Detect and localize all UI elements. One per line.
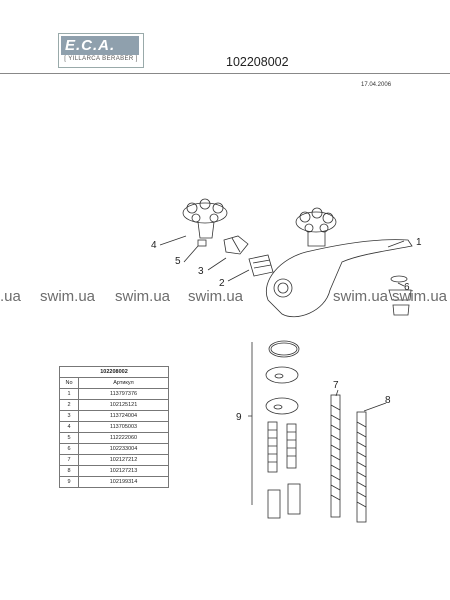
document-number: 102208002 <box>226 55 289 69</box>
callout-7: 7 <box>333 380 339 391</box>
watermark-strip: .ua swim.ua swim.ua swim.ua swim.ua swim… <box>0 288 450 308</box>
right-handle-drawing <box>295 207 337 247</box>
row-number: 9 <box>59 476 79 488</box>
callout-2: 2 <box>219 278 225 289</box>
row-article: 112222060 <box>78 432 169 444</box>
row-article: 102127213 <box>78 465 169 477</box>
watermark-text: swim.ua <box>188 288 244 305</box>
row-article: 113797376 <box>78 388 169 400</box>
logo-band: E.C.A. <box>61 36 139 55</box>
row-article: 102233004 <box>78 443 169 455</box>
callout-6: 6 <box>404 282 410 293</box>
row-number: 6 <box>59 443 79 455</box>
left-handle-drawing <box>182 198 228 239</box>
row-article: 113724004 <box>78 410 169 422</box>
row-article: 113705003 <box>78 421 169 433</box>
row-number: 8 <box>59 465 79 477</box>
logo-tagline: [ YILLARCA BERABER ] <box>64 56 138 62</box>
callout-4: 4 <box>151 240 157 251</box>
callout-8: 8 <box>385 395 391 406</box>
row-article: 102127212 <box>78 454 169 466</box>
row-number: 3 <box>59 410 79 422</box>
document-date: 17.04.2006 <box>361 82 392 88</box>
company-logo: E.C.A. [ YILLARCA BERABER ] <box>58 33 144 68</box>
row-article: 102199314 <box>78 476 169 488</box>
row-number: 7 <box>59 454 79 466</box>
watermark-text: swim.ua <box>115 288 171 305</box>
table-title-row: 102208002 <box>59 366 169 378</box>
header-divider <box>0 73 450 74</box>
row-number: 1 <box>59 388 79 400</box>
watermark-text: .ua <box>0 288 21 305</box>
column-header-no: No <box>59 377 79 389</box>
row-article: 102125121 <box>78 399 169 411</box>
callout-3: 3 <box>198 266 204 277</box>
logo-mark: E.C.A. <box>65 37 116 54</box>
table-header-row: No Артикул <box>59 377 169 389</box>
callout-1: 1 <box>416 237 422 248</box>
watermark-text: swim.ua <box>392 288 448 305</box>
watermark-text: swim.ua <box>40 288 96 305</box>
column-header-article: Артикул <box>78 377 169 389</box>
row-number: 2 <box>59 399 79 411</box>
callout-5: 5 <box>175 256 181 267</box>
row-number: 4 <box>59 421 79 433</box>
table-title: 102208002 <box>59 366 169 378</box>
row-number: 5 <box>59 432 79 444</box>
callout-9: 9 <box>236 412 242 423</box>
watermark-text: swim.ua <box>333 288 389 305</box>
